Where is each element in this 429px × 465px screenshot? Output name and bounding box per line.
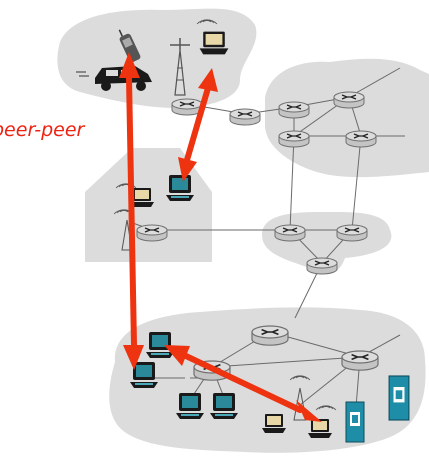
router-icon bbox=[251, 325, 289, 346]
desktop-computer-icon bbox=[210, 393, 238, 419]
laptop-icon bbox=[308, 419, 332, 438]
p2p-arrow-laptop-to-home bbox=[178, 68, 218, 182]
global-isp-cloud bbox=[265, 58, 429, 178]
router-icon bbox=[229, 108, 261, 126]
p2p-arrow-phone-to-institution bbox=[119, 52, 144, 370]
cell-phone-icon bbox=[118, 29, 141, 63]
router-icon bbox=[336, 224, 368, 242]
router-icon bbox=[171, 98, 203, 116]
router-icon bbox=[136, 224, 168, 242]
mobile-network-cloud bbox=[57, 8, 257, 108]
laptop-icon bbox=[199, 31, 229, 55]
router-icon bbox=[345, 130, 377, 148]
desktop-computer-icon bbox=[166, 175, 194, 201]
cell-tower-icon bbox=[293, 387, 307, 421]
laptop-icon bbox=[262, 414, 286, 433]
server-icon bbox=[388, 375, 410, 421]
router-icon bbox=[333, 91, 365, 109]
desktop-computer-icon bbox=[146, 332, 174, 358]
router-icon bbox=[274, 224, 306, 242]
cell-tower-icon bbox=[170, 38, 190, 96]
router-icon bbox=[278, 130, 310, 148]
router-icon bbox=[341, 350, 379, 371]
server-icon bbox=[345, 401, 365, 443]
router-icon bbox=[278, 101, 310, 119]
router-icon bbox=[306, 257, 338, 275]
peer-peer-label: peer-peer bbox=[0, 119, 86, 141]
p2p-arrow-desktop-to-laptop bbox=[164, 345, 322, 422]
desktop-computer-icon bbox=[176, 393, 204, 419]
